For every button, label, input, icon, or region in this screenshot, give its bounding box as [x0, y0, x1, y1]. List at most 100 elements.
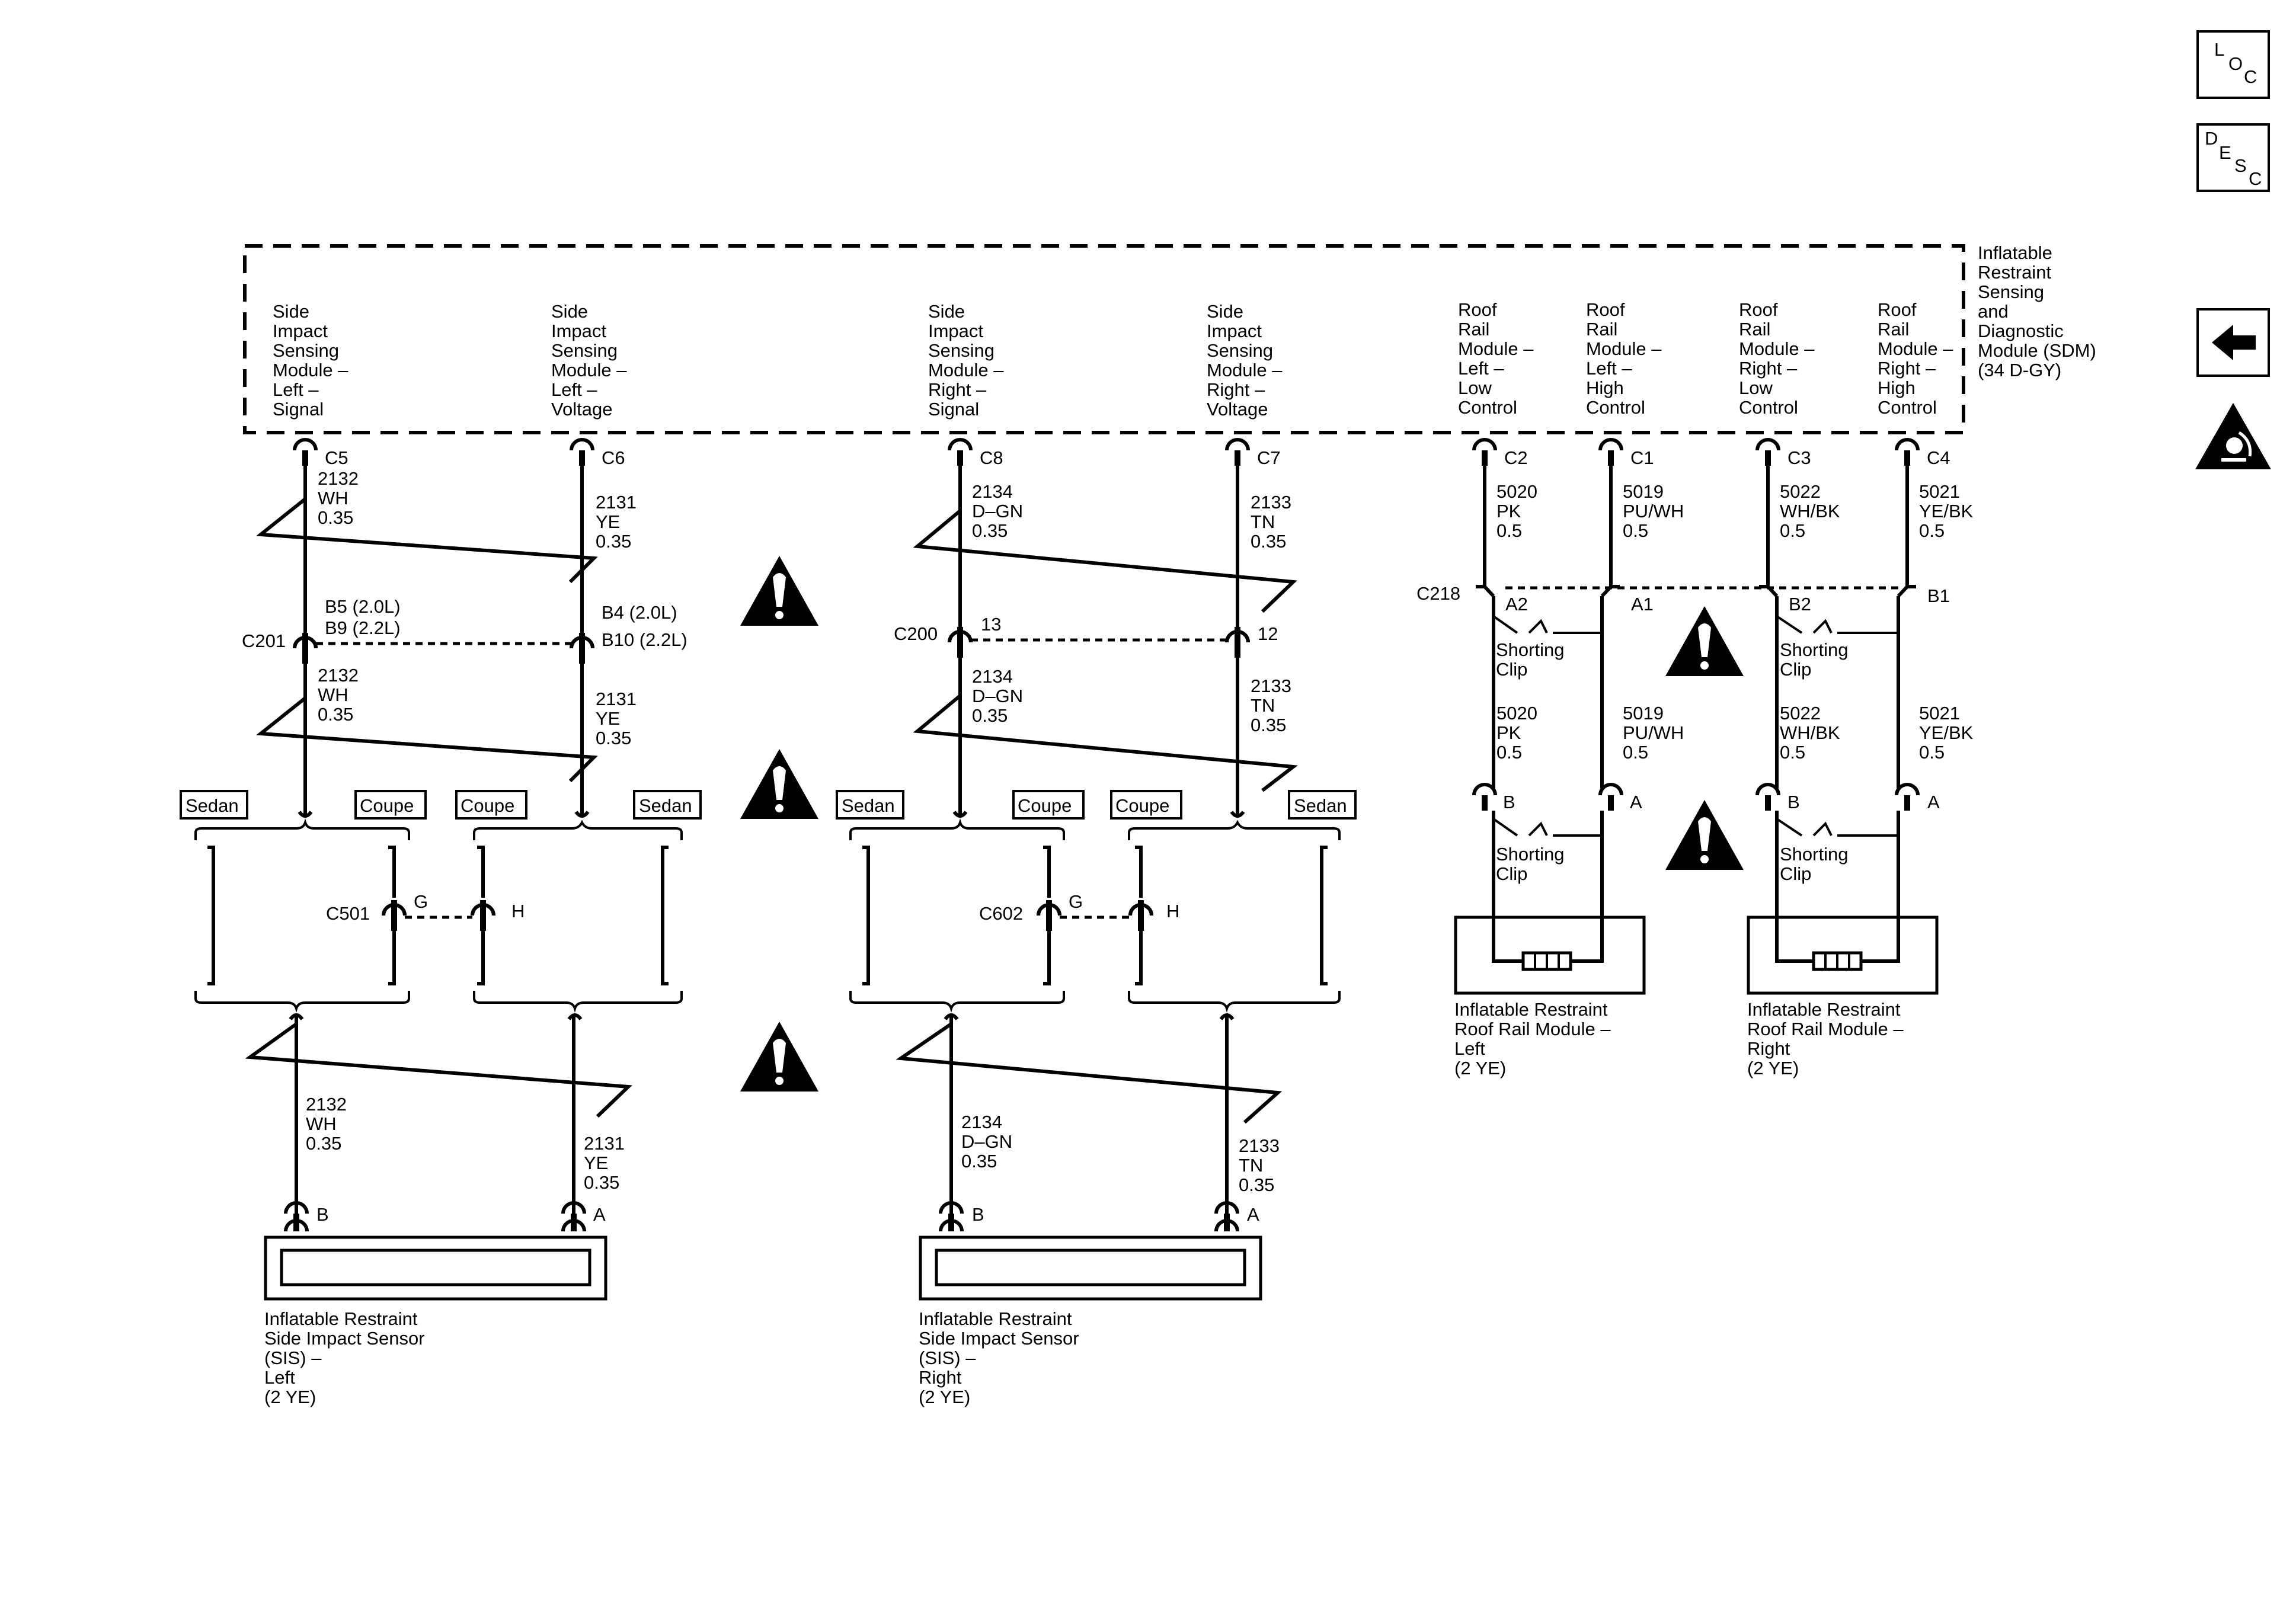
svg-text:Coupe: Coupe [1115, 795, 1169, 816]
svg-text:Sensing: Sensing [928, 340, 994, 361]
svg-text:TN: TN [1251, 511, 1275, 532]
svg-text:Right: Right [919, 1367, 962, 1388]
svg-text:2134: 2134 [961, 1112, 1002, 1132]
svg-text:D–GN: D–GN [972, 686, 1023, 706]
svg-text:Rail: Rail [1586, 319, 1617, 340]
svg-text:5020: 5020 [1496, 703, 1537, 724]
svg-text:YE/BK: YE/BK [1919, 722, 1974, 743]
c201-pin-b9: B9 (2.2L) [325, 617, 401, 638]
svg-text:Diagnostic: Diagnostic [1978, 321, 2064, 341]
svg-text:Sedan: Sedan [639, 795, 692, 816]
circuit-label-c1: Roof Rail Module – Left – High Control [1586, 299, 1662, 418]
svg-text:5022: 5022 [1780, 481, 1821, 502]
c200-pin-12: 12 [1258, 623, 1278, 644]
c602-label: C602 [979, 903, 1023, 924]
c602-pin-h: H [1166, 901, 1179, 921]
svg-text:Clip: Clip [1780, 863, 1811, 884]
svg-text:Voltage: Voltage [1207, 399, 1268, 420]
svg-text:0.35: 0.35 [584, 1172, 619, 1193]
location-button[interactable]: L O C [2196, 30, 2270, 99]
svg-text:Rail: Rail [1458, 319, 1489, 340]
svg-text:(2 YE): (2 YE) [264, 1387, 316, 1407]
svg-text:Inflatable Restraint: Inflatable Restraint [919, 1308, 1072, 1329]
svg-text:YE: YE [584, 1153, 608, 1173]
circuit-label-c4: Roof Rail Module – Right – High Control [1878, 299, 1953, 418]
svg-text:Rail: Rail [1878, 319, 1909, 340]
sis-left-component: Inflatable Restraint Side Impact Sensor … [264, 1235, 607, 1407]
svg-text:Inflatable Restraint: Inflatable Restraint [1747, 999, 1901, 1020]
svg-text:2134: 2134 [972, 481, 1013, 502]
circuit-label-c5: Side Impact Sensing Module – Left – Sign… [273, 301, 348, 420]
loc-icon [2196, 30, 2270, 99]
svg-text:Inflatable Restraint: Inflatable Restraint [1454, 999, 1608, 1020]
svg-text:(34 D-GY): (34 D-GY) [1978, 360, 2061, 380]
c501-label: C501 [326, 903, 370, 924]
svg-text:Roof Rail Module –: Roof Rail Module – [1747, 1019, 1904, 1039]
svg-text:Module (SDM): Module (SDM) [1978, 340, 2096, 361]
sis-right-component: Inflatable Restraint Side Impact Sensor … [919, 1235, 1262, 1407]
svg-text:Control: Control [1739, 397, 1798, 418]
svg-text:Rail: Rail [1739, 319, 1770, 340]
svg-text:5021: 5021 [1919, 481, 1960, 502]
svg-text:TN: TN [1251, 695, 1275, 716]
svg-text:Clip: Clip [1496, 863, 1527, 884]
circuit-label-c3: Roof Rail Module – Right – Low Control [1739, 299, 1815, 418]
pin-c2: C2 [1504, 447, 1528, 468]
svg-text:PU/WH: PU/WH [1623, 722, 1684, 743]
svg-text:Sedan: Sedan [842, 795, 895, 816]
svg-text:Restraint: Restraint [1978, 262, 2051, 283]
back-button[interactable] [2196, 308, 2270, 377]
svg-text:Right –: Right – [1207, 379, 1265, 400]
body-style-sedan-4: Sedan [1288, 790, 1357, 820]
description-button[interactable]: D E S C [2196, 123, 2270, 192]
svg-text:Module –: Module – [928, 360, 1004, 380]
svg-text:Right –: Right – [1878, 358, 1936, 379]
svg-text:0.5: 0.5 [1919, 742, 1945, 763]
airbag-warning-icon[interactable] [2195, 403, 2271, 469]
warning-icon [740, 749, 818, 819]
svg-text:Shorting: Shorting [1780, 639, 1848, 660]
sdm-module: Inflatable Restraint Sensing and Diagnos… [243, 242, 2096, 434]
svg-text:2133: 2133 [1251, 492, 1291, 513]
svg-text:5022: 5022 [1780, 703, 1821, 724]
pin-c8: C8 [980, 447, 1003, 468]
svg-text:Left: Left [1454, 1038, 1485, 1059]
svg-text:Side Impact Sensor: Side Impact Sensor [919, 1328, 1079, 1349]
svg-text:Sensing: Sensing [1207, 340, 1273, 361]
sis-left-pin-a: A [593, 1204, 606, 1225]
svg-text:Right: Right [1747, 1038, 1790, 1059]
svg-text:and: and [1978, 301, 2009, 322]
svg-text:Left –: Left – [551, 379, 597, 400]
warning-icon [1665, 800, 1744, 870]
svg-text:Control: Control [1878, 397, 1937, 418]
svg-text:Signal: Signal [273, 399, 324, 420]
svg-text:0.35: 0.35 [972, 705, 1008, 726]
loc-letter-l: L [2214, 39, 2224, 60]
svg-text:Impact: Impact [1207, 321, 1262, 341]
svg-text:0.35: 0.35 [596, 728, 631, 748]
svg-text:Shorting: Shorting [1496, 844, 1564, 865]
sdm-pins: C5 C6 C8 C7 C2 C1 C3 C4 [295, 440, 1950, 468]
body-style-sedan-2: Sedan [633, 790, 702, 820]
svg-text:Coupe: Coupe [360, 795, 414, 816]
body-style-coupe-3: Coupe [1012, 790, 1085, 820]
svg-text:(2 YE): (2 YE) [1747, 1058, 1799, 1078]
svg-text:Inflatable Restraint: Inflatable Restraint [264, 1308, 418, 1329]
svg-text:Module –: Module – [1207, 360, 1283, 380]
pin-c3: C3 [1787, 447, 1811, 468]
